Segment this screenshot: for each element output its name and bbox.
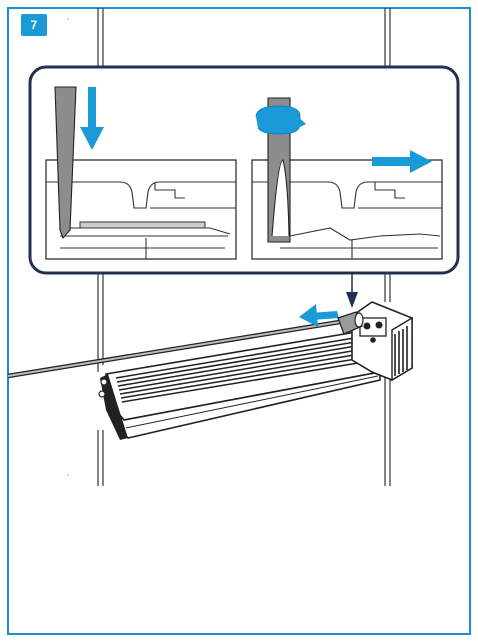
- arrow-right-icon: [372, 150, 432, 173]
- arrow-down-icon: [80, 87, 104, 150]
- rotate-icon: [255, 105, 306, 135]
- step-number-badge: 7: [21, 14, 47, 36]
- callout-pointer-tip: [346, 292, 358, 308]
- page-border: [7, 7, 471, 635]
- detail-panel-insert: [45, 86, 237, 260]
- cable: [7, 317, 353, 379]
- mounting-rails: [97, 8, 391, 486]
- screwdriver-flat: [54, 86, 77, 240]
- light-fixture: [98, 301, 413, 440]
- arrow-left-icon: [299, 304, 339, 327]
- detail-panel-turn: [251, 97, 443, 260]
